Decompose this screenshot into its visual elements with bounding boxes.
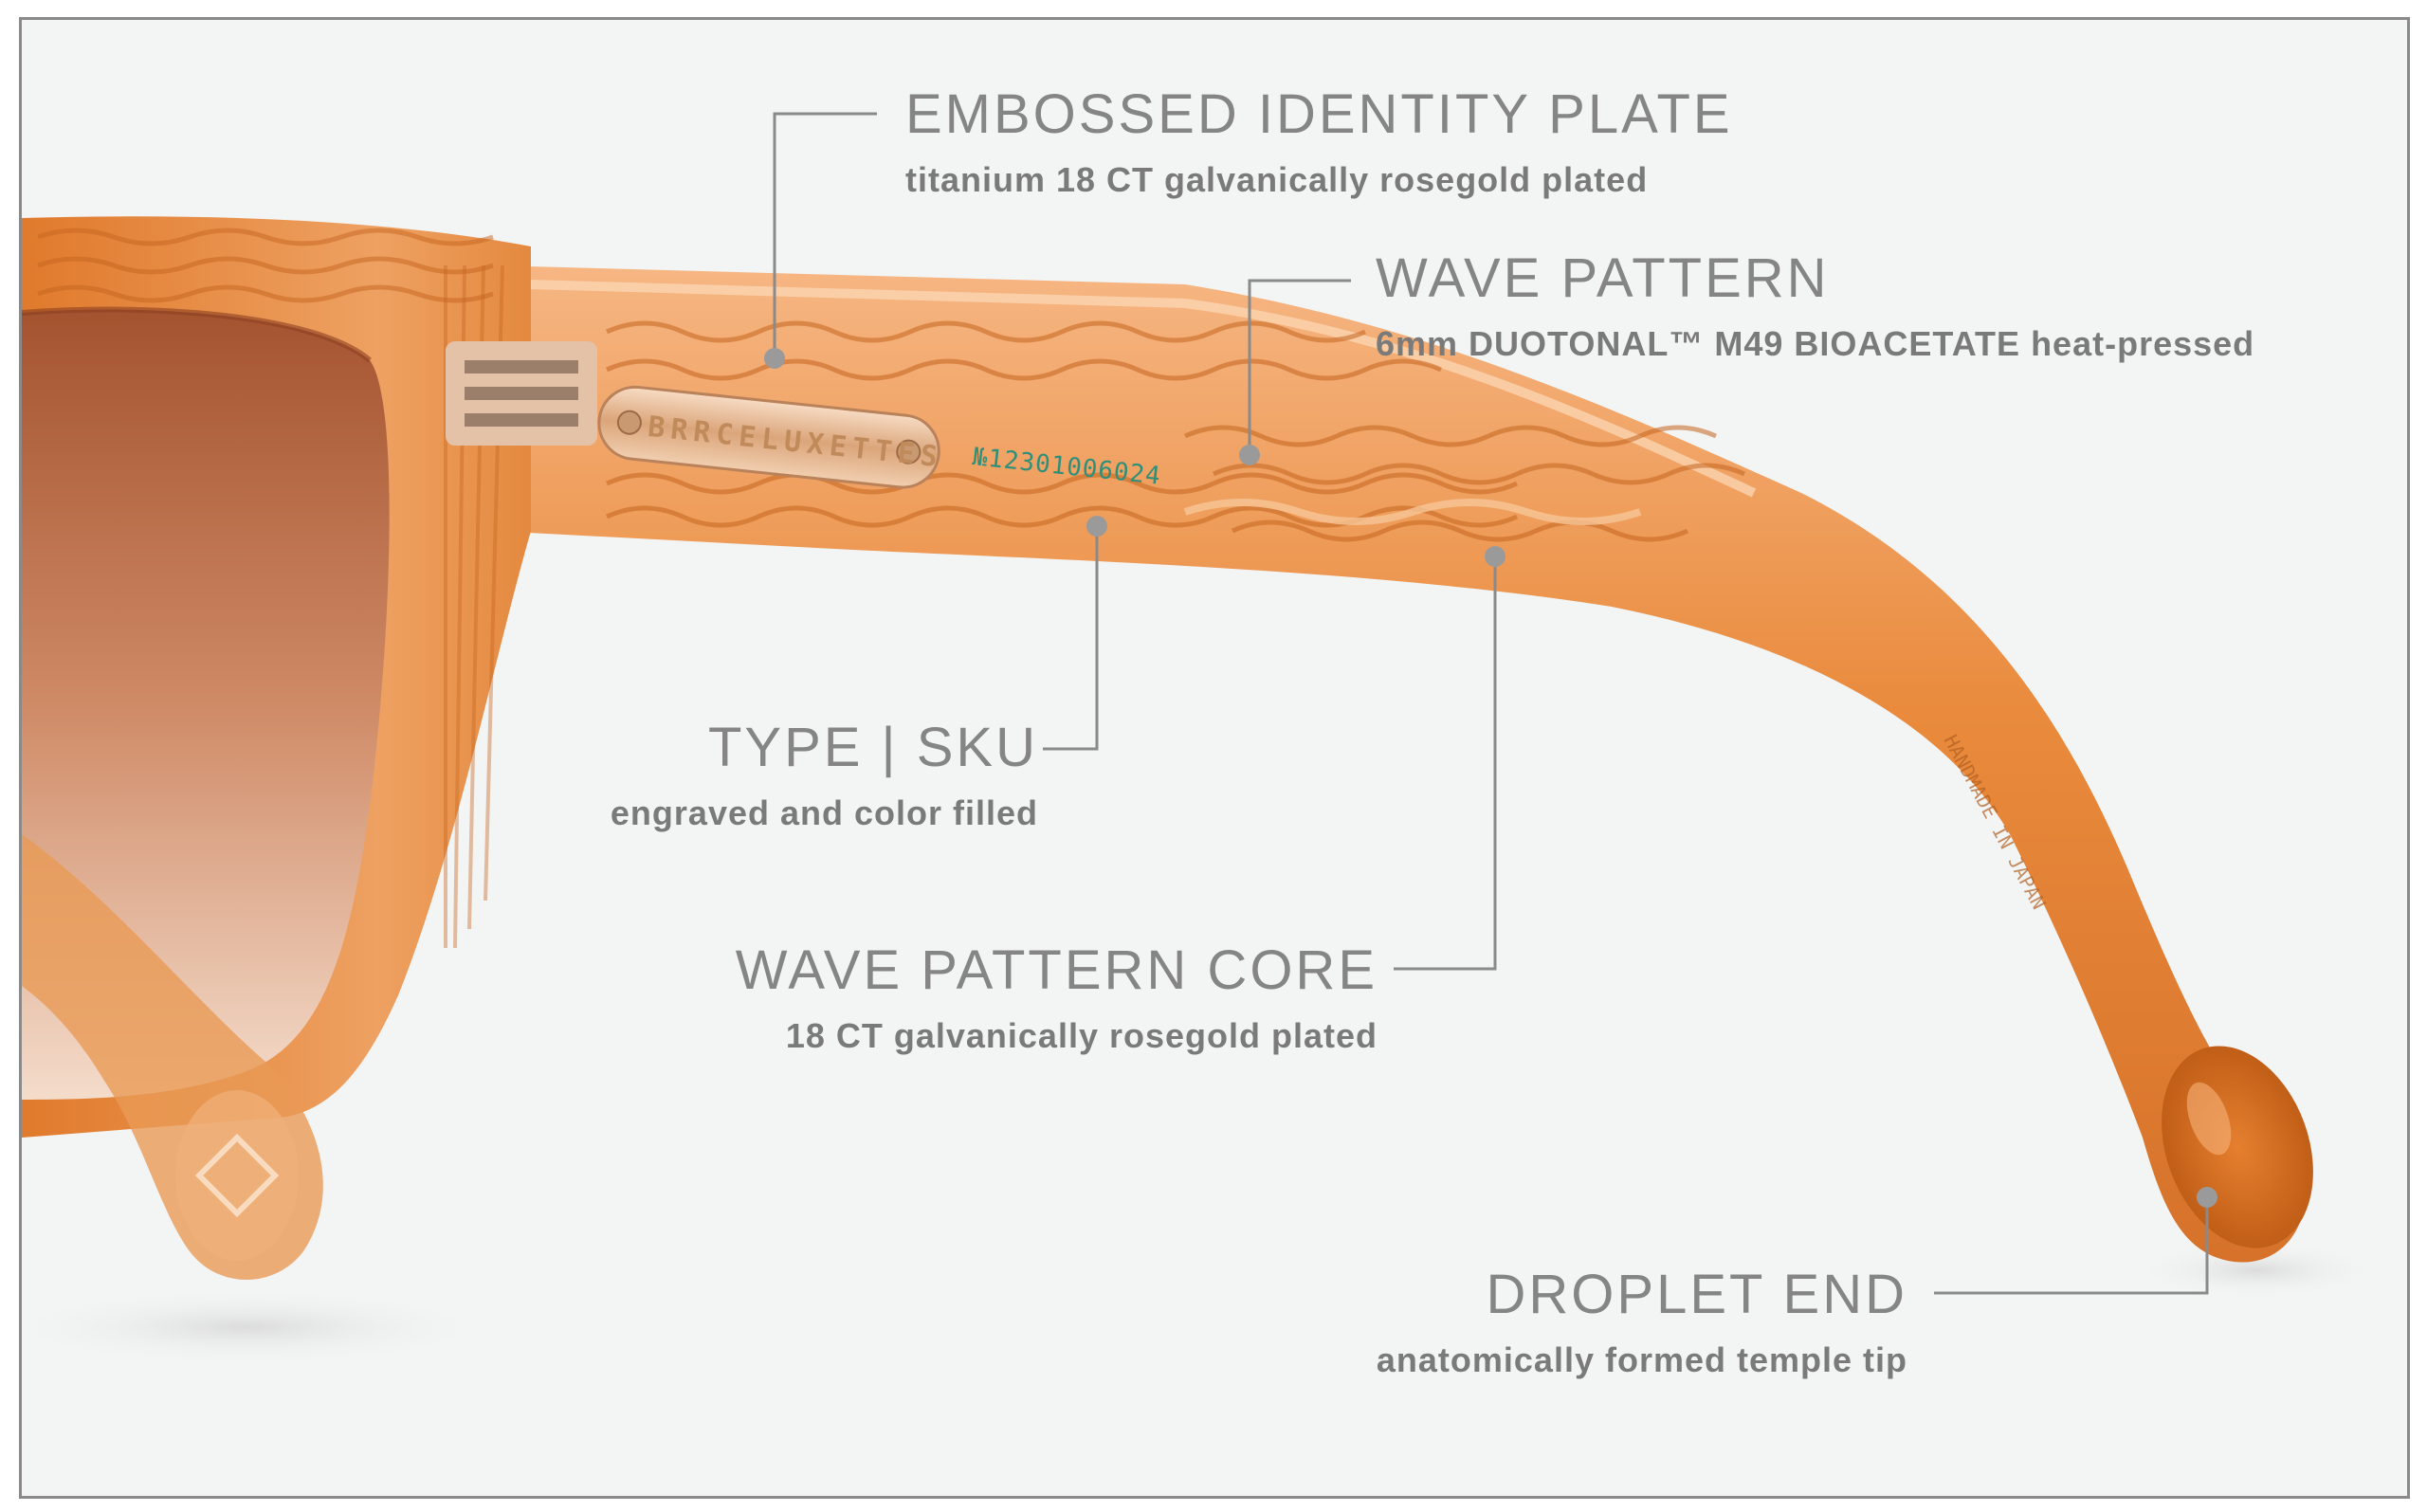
annotation-title: TYPE | SKU	[707, 717, 1038, 778]
identity-plate-graphic: BRRCELUXETTES	[597, 385, 944, 489]
leader-dots	[764, 348, 2217, 1208]
leader-wave-core	[1394, 556, 1497, 971]
annotation-title: DROPLET END	[1486, 1264, 1907, 1325]
lens	[22, 309, 390, 1100]
dot-wave-core	[1485, 546, 1505, 567]
dot-type-sku	[1086, 516, 1107, 537]
annotation-wave-pattern-core: WAVE PATTERN CORE 18 CT galvanically ros…	[736, 943, 1378, 1053]
temple-arm	[493, 265, 2306, 1263]
annotation-title: EMBOSSED IDENTITY PLATE	[905, 83, 1733, 145]
leader-type-sku	[1043, 526, 1099, 751]
annotation-droplet-end: DROPLET END anatomically formed temple t…	[1377, 1267, 1907, 1377]
annotation-title: WAVE PATTERN CORE	[735, 939, 1378, 1001]
leader-droplet-end	[1934, 1197, 2209, 1295]
annotation-type-sku: TYPE | SKU engraved and color filled	[611, 720, 1038, 830]
annotation-title: WAVE PATTERN	[1376, 247, 1830, 309]
annotation-subtitle: 6mm DUOTONAL™ M49 BIOACETATE heat-presse…	[1376, 324, 2255, 363]
annotation-identity-plate: EMBOSSED IDENTITY PLATE titanium 18 CT g…	[905, 87, 1733, 197]
annotation-subtitle: engraved and color filled	[610, 793, 1038, 832]
hinge	[446, 341, 597, 446]
annotation-wave-pattern: WAVE PATTERN 6mm DUOTONAL™ M49 BIOACETAT…	[1376, 251, 2254, 361]
dot-droplet-end	[2197, 1187, 2217, 1208]
leader-wave-pattern	[1248, 279, 1351, 455]
leader-lines	[773, 112, 2209, 1295]
annotation-subtitle: anatomically formed temple tip	[1376, 1340, 1907, 1379]
leader-identity-plate	[773, 112, 877, 358]
dot-wave-pattern	[1239, 445, 1260, 465]
dot-identity-plate	[764, 348, 785, 369]
annotation-subtitle: titanium 18 CT galvanically rosegold pla…	[905, 160, 1649, 199]
annotation-subtitle: 18 CT galvanically rosegold plated	[785, 1016, 1378, 1055]
